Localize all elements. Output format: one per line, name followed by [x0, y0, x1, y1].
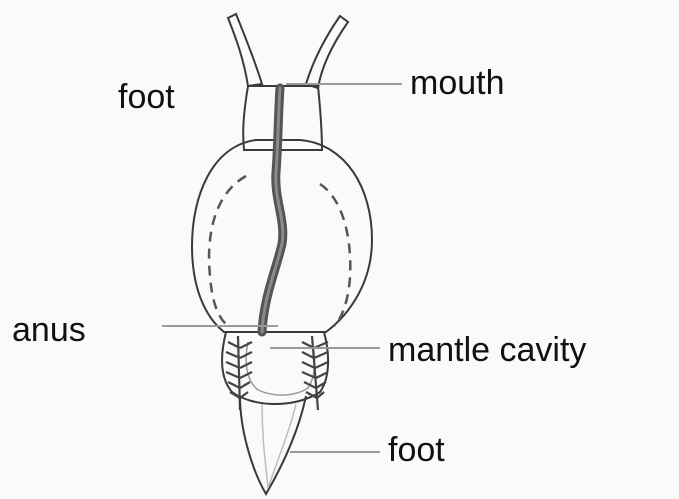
label-anus: anus: [12, 313, 86, 347]
label-mantle-cavity: mantle cavity: [388, 333, 586, 367]
right-tentacle: [306, 16, 348, 88]
mantle-cavity-inner: [246, 342, 314, 395]
left-gill: [226, 336, 252, 410]
foot-tail: [240, 396, 306, 494]
left-tentacle: [228, 14, 262, 86]
label-mouth: mouth: [410, 66, 505, 100]
label-foot-top: foot: [118, 80, 175, 114]
label-foot-bottom: foot: [388, 433, 445, 467]
